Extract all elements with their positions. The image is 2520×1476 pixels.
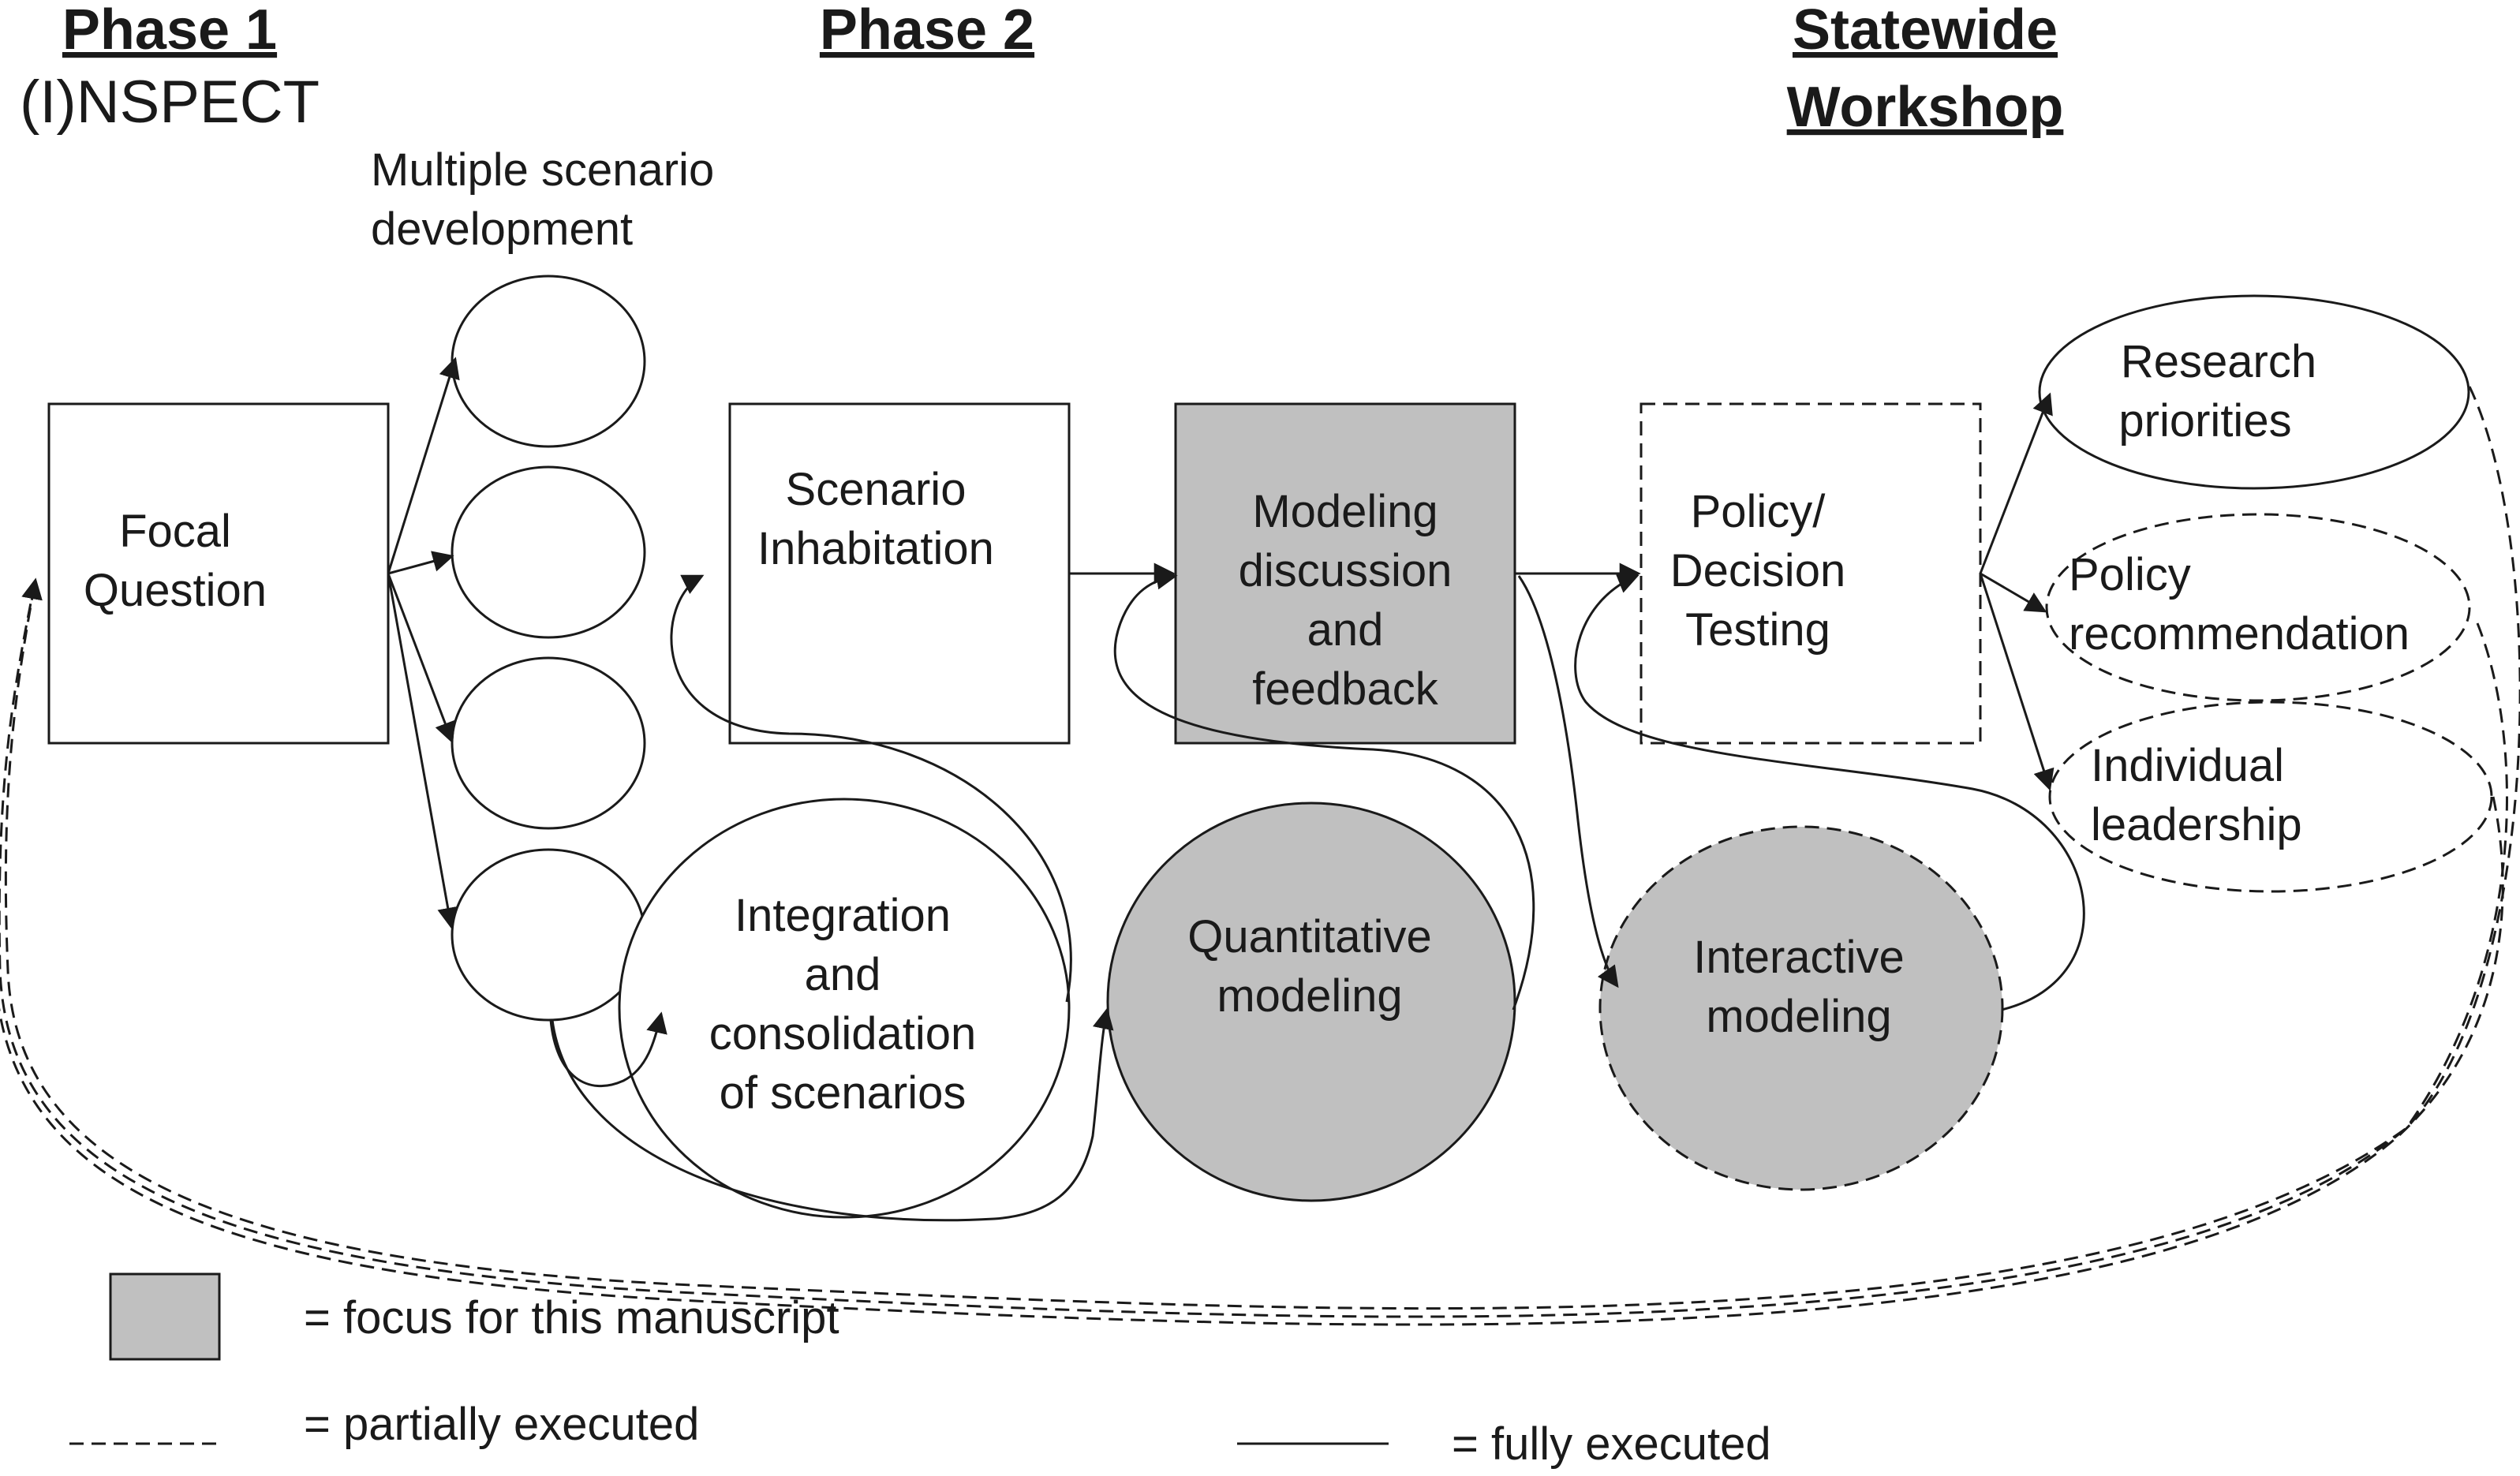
legend-focus-label: = focus for this manuscript <box>304 1292 839 1343</box>
quantitative-to-modeling-arrow <box>1113 568 1535 1011</box>
integration-line2: and <box>805 949 881 1000</box>
interactive-line2: modeling <box>1706 991 1891 1042</box>
quantitative-line1: Quantitative <box>1187 911 1432 962</box>
quantitative-modeling-circle: Quantitative modeling <box>1106 802 1516 1202</box>
policy-to-research-arrow <box>1979 392 2053 574</box>
scenario-inhabitation-line1: Scenario <box>786 464 966 515</box>
modeling-discussion-line4: feedback <box>1252 663 1438 715</box>
multiple-scenario-label-line1: Multiple scenario <box>371 144 714 196</box>
modeling-discussion-line3: and <box>1307 604 1384 656</box>
integration-to-inhabitation-arrow <box>670 574 1072 1003</box>
inspect-subheading: (I)NSPECT <box>20 69 320 136</box>
integration-line1: Integration <box>735 890 951 941</box>
scenarios-to-integration-arrow <box>549 1011 667 1088</box>
policy-recommendation-line1: Policy <box>2069 549 2191 600</box>
modeling-discussion-line2: discussion <box>1239 545 1453 596</box>
research-priorities-line1: Research <box>2121 336 2316 387</box>
integration-line3: consolidation <box>709 1008 977 1059</box>
policy-testing-line1: Policy/ <box>1691 486 1826 537</box>
integration-line4: of scenarios <box>720 1067 966 1119</box>
interactive-to-policy-arrow <box>1574 573 2085 1011</box>
integration-circle: Integration and consolidation of scenari… <box>618 798 1071 1219</box>
modeling-discussion-line1: Modeling <box>1252 486 1438 537</box>
modeling-to-interactive-arrow <box>1517 575 1619 988</box>
modeling-discussion-box: Modeling discussion and feedback <box>1174 402 1516 745</box>
scenarios-to-quantitative-arrow <box>551 1007 1114 1222</box>
scenario-circle-3 <box>451 656 646 830</box>
workshop-heading-line2: Workshop <box>1787 76 2064 139</box>
interactive-line1: Interactive <box>1693 932 1905 983</box>
focal-question-box: Focal Question <box>47 402 390 745</box>
scenario-circle-1 <box>451 275 646 448</box>
legend-focus-swatch <box>109 1272 221 1361</box>
individual-leadership-line1: Individual <box>2091 740 2284 791</box>
individual-leadership-line2: leadership <box>2091 799 2302 850</box>
multiple-scenario-label-line2: development <box>371 204 633 255</box>
policy-to-recommendation-arrow <box>1980 572 2047 613</box>
legend-full-label: = fully executed <box>1452 1418 1771 1470</box>
flow-arrows <box>549 392 2085 1222</box>
scenario-inhabitation-line2: Inhabitation <box>757 523 994 574</box>
scenario-inhabitation-box: Scenario Inhabitation <box>728 402 1071 745</box>
loop-policy-recommendation <box>0 579 2508 1318</box>
legend-partial-label: = partially executed <box>304 1399 699 1450</box>
policy-recommendation-ellipse: Policy recommendation <box>2045 513 2471 702</box>
focal-question-line2: Question <box>84 565 267 616</box>
scenario-circle-4 <box>451 848 646 1022</box>
legend: = focus for this manuscript = partially … <box>69 1272 1771 1470</box>
research-priorities-ellipse: Research priorities <box>2038 294 2470 490</box>
loop-research-priorities <box>4 386 2520 1310</box>
policy-to-leadership-arrow <box>1979 573 2055 791</box>
loop-individual-leadership <box>0 796 2504 1326</box>
quantitative-line2: modeling <box>1217 970 1402 1022</box>
scenario-circle-2 <box>451 465 646 639</box>
feedback-loops <box>0 386 2520 1326</box>
workshop-heading-line1: Statewide <box>1793 0 2058 62</box>
focal-question-line1: Focal <box>119 506 231 557</box>
scenario-circles <box>451 275 646 1022</box>
phase2-heading: Phase 2 <box>820 0 1034 62</box>
policy-testing-line2: Decision <box>1670 545 1845 596</box>
interactive-modeling-circle: Interactive modeling <box>1598 825 2004 1191</box>
policy-testing-line3: Testing <box>1685 604 1830 656</box>
focal-to-scenarios-arrows <box>387 357 460 929</box>
policy-recommendation-line2: recommendation <box>2069 608 2410 660</box>
individual-leadership-ellipse: Individual leadership <box>2048 701 2493 893</box>
phase1-heading: Phase 1 <box>62 0 277 62</box>
research-priorities-line2: priorities <box>2118 395 2291 447</box>
policy-testing-box: Policy/ Decision Testing <box>1639 402 1982 745</box>
